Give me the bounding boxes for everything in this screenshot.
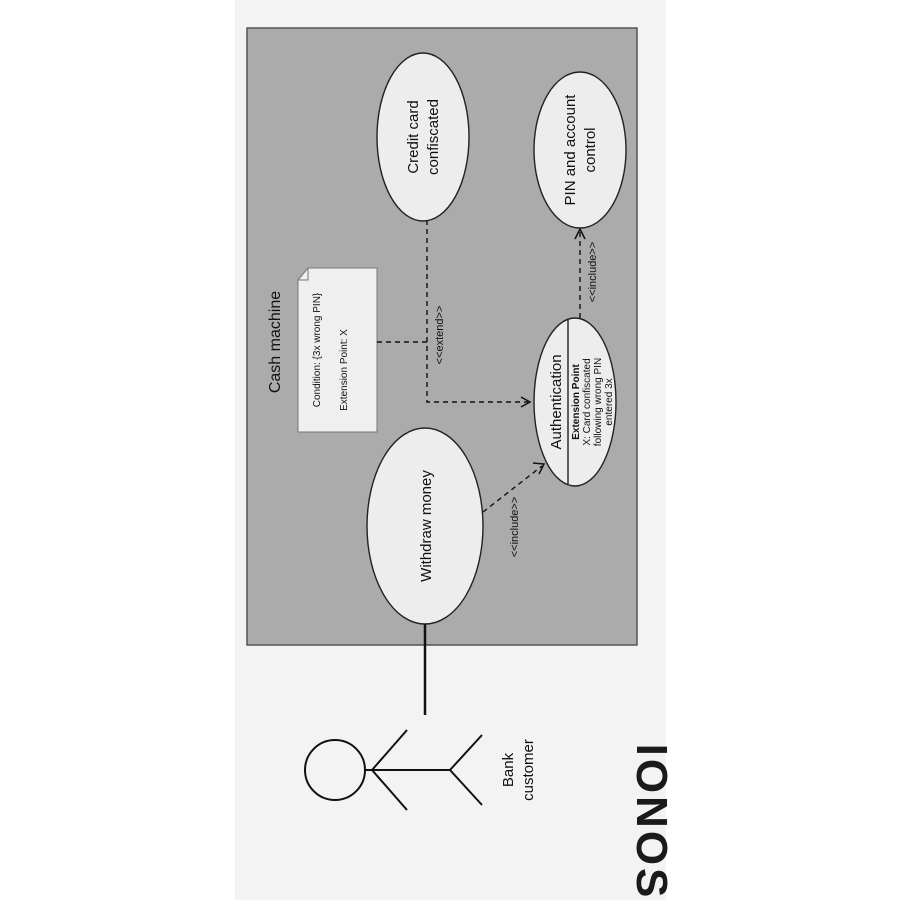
usecase-pin-line1: PIN and account [562, 94, 579, 206]
actor-leg-right [449, 769, 483, 806]
actor-leg-left [449, 734, 483, 771]
note-condition-text: Condition: {3x wrong PIN} [312, 292, 323, 407]
usecase-credit-line1: Credit card [405, 100, 422, 173]
condition-note: Condition: {3x wrong PIN} Extension Poin… [297, 267, 378, 433]
extend-label: <<extend>> [434, 306, 446, 365]
arrowheads [520, 227, 586, 475]
actor-arm-right [371, 769, 408, 811]
usecase-pin-line2: control [582, 127, 599, 172]
note-extension-text: Extension Point: X [339, 329, 350, 411]
actor-bank-customer [304, 729, 483, 811]
usecase-withdraw-label: Withdraw money [418, 470, 435, 582]
usecase-credit-line2: confiscated [425, 99, 442, 175]
auth-ext-title: Extension Point [571, 364, 582, 440]
extend-arrowhead [520, 396, 532, 408]
actor-label-line1: Bank [500, 752, 517, 787]
connectors [377, 220, 581, 513]
actor-arm-left [371, 729, 408, 771]
include-withdraw-connector [482, 465, 543, 513]
auth-ext-line2: following wrong PIN [593, 358, 604, 446]
auth-ext-line1: X: Card confiscated [582, 358, 593, 445]
ionos-logo: IONOS [627, 744, 676, 900]
usecase-withdraw-money: Withdraw money [366, 427, 484, 625]
system-label: Cash machine [267, 291, 284, 393]
include-withdraw-arrowhead [532, 462, 546, 475]
usecase-authentication: Authentication Extension Point X: Card c… [533, 317, 617, 487]
usecase-credit-card-confiscated: Credit card confiscated [376, 52, 470, 222]
usecase-auth-title: Authentication [548, 354, 565, 449]
include-withdraw-label: <<include>> [509, 497, 521, 558]
include-pin-arrowhead [574, 227, 586, 240]
actor-label-line2: customer [520, 739, 537, 801]
extend-connector [426, 220, 528, 403]
usecase-pin-account-control: PIN and account control [533, 71, 627, 229]
auth-ext-line3: entered 3x [604, 378, 615, 425]
include-pin-label: <<include>> [587, 242, 599, 303]
